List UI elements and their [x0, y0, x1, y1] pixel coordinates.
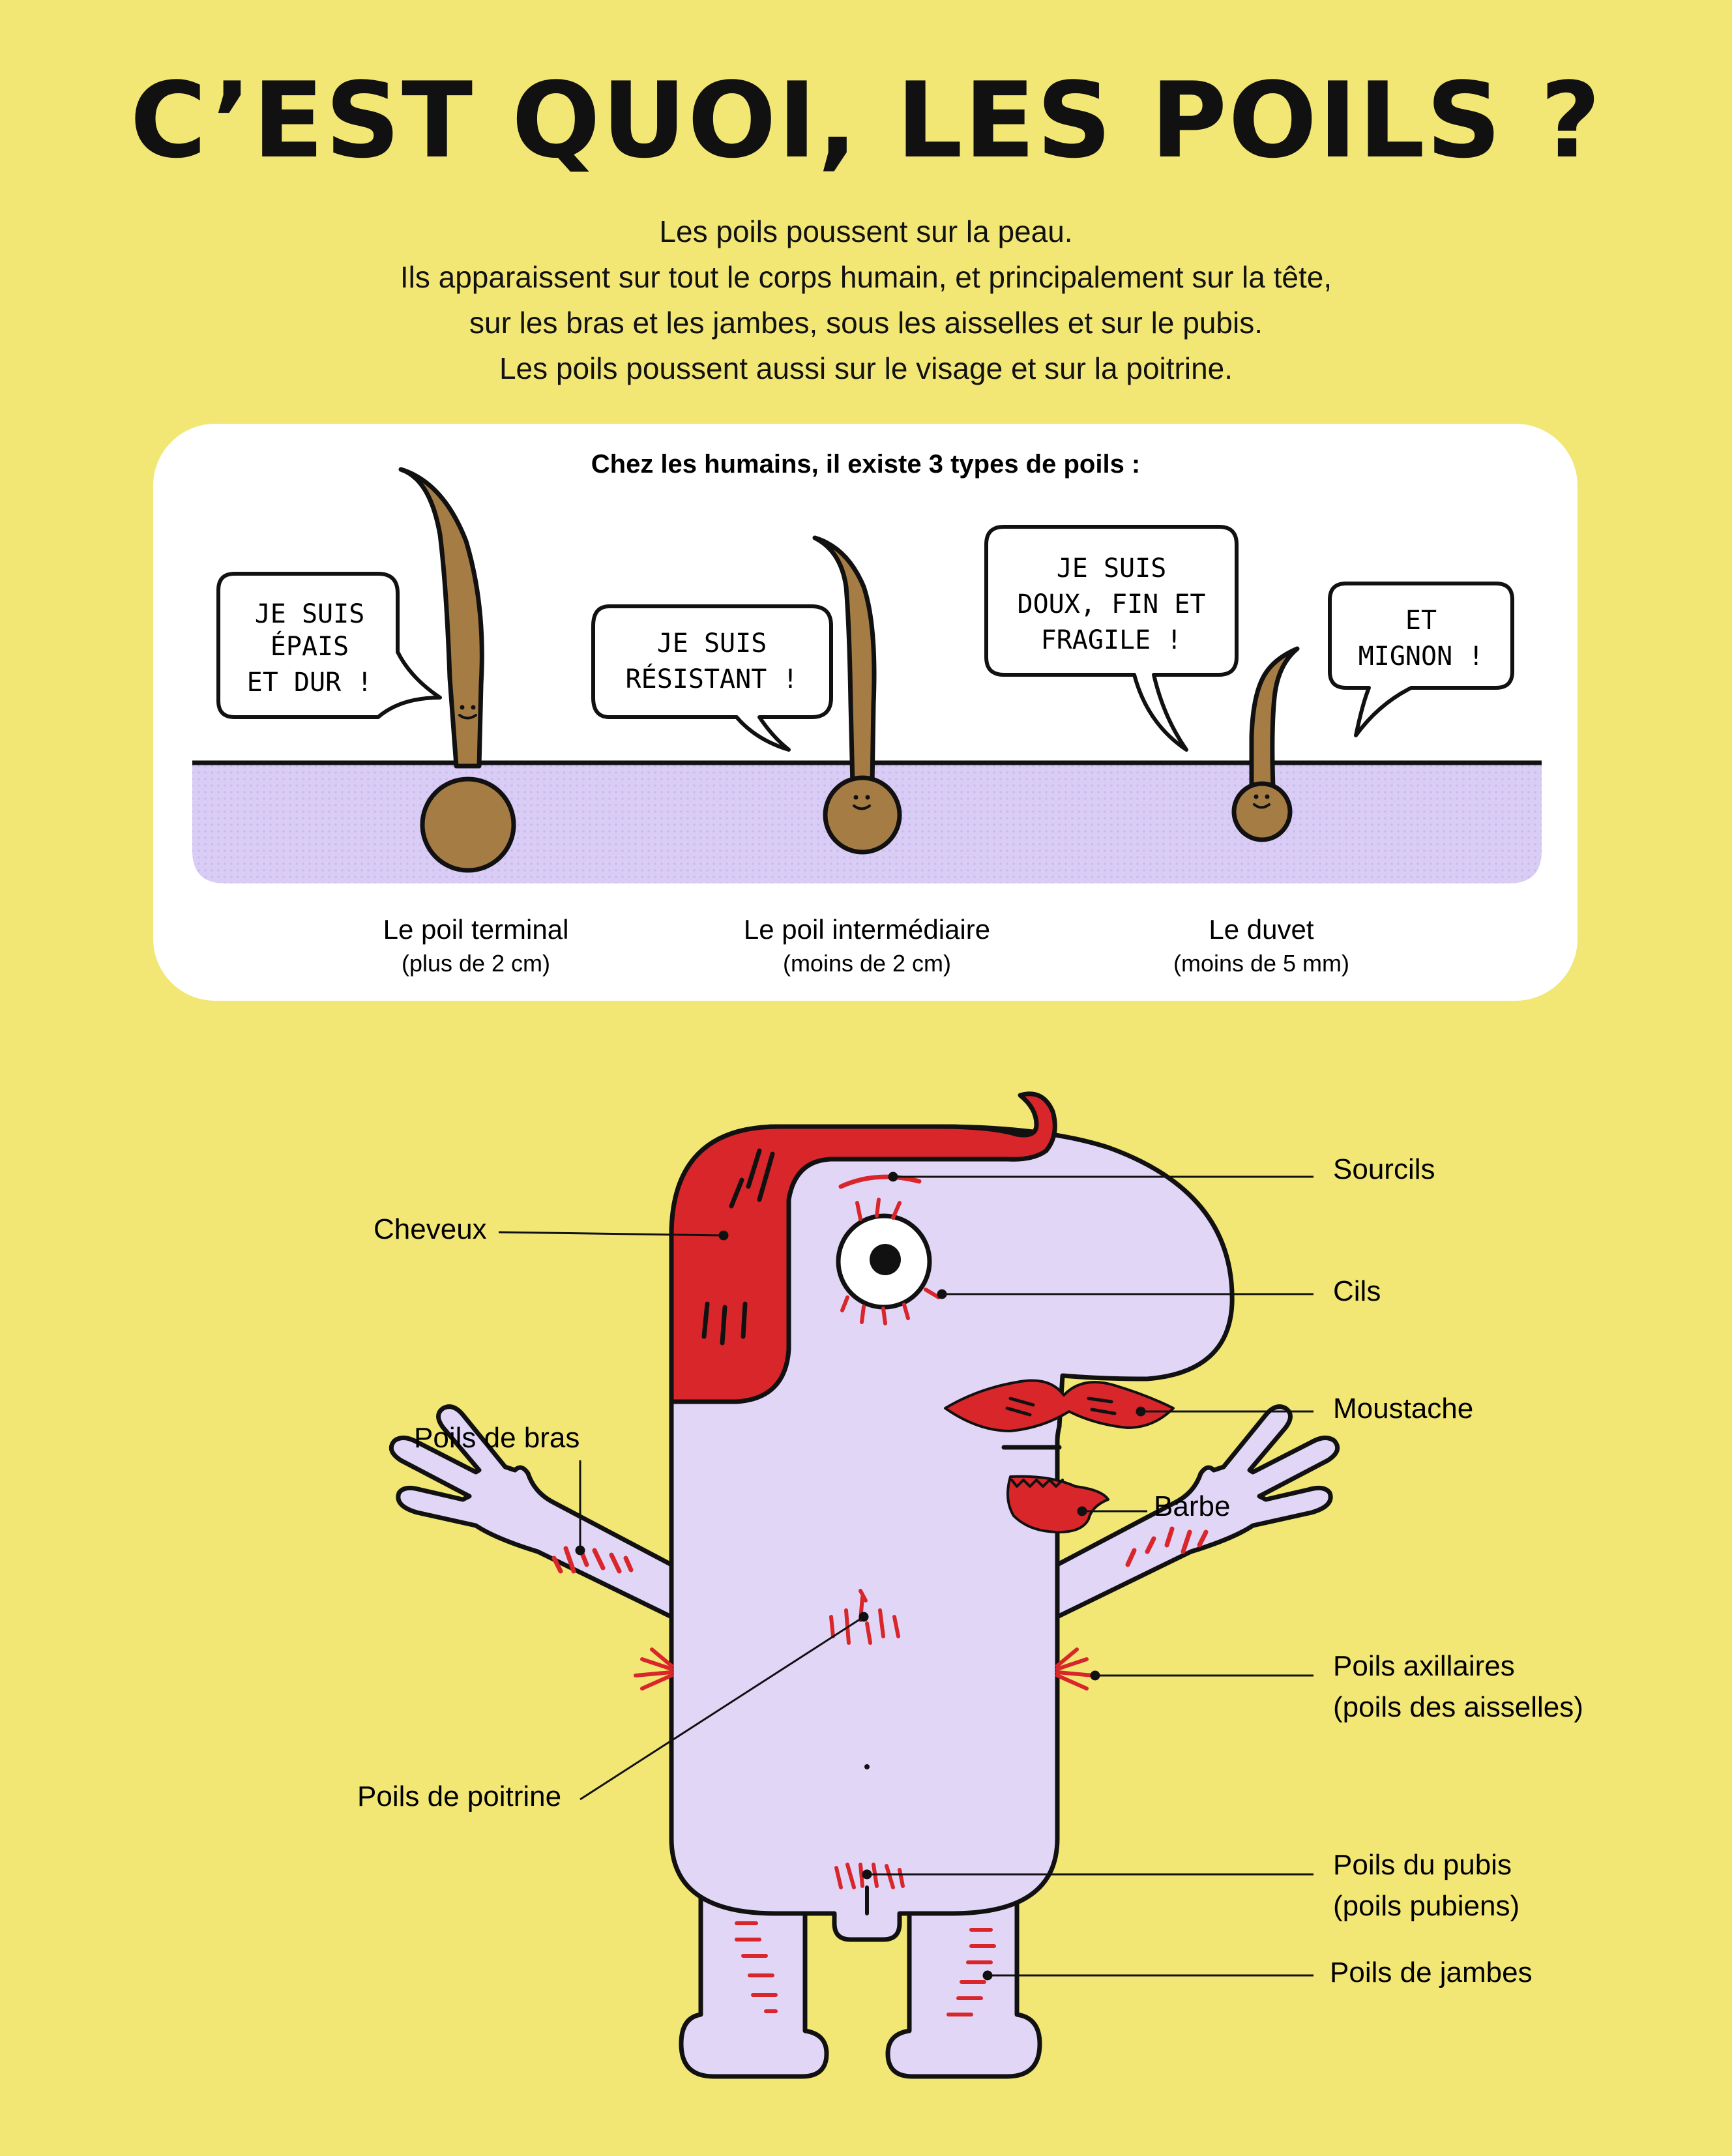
- label-barbe: Barbe: [1154, 1490, 1230, 1522]
- svg-text:RÉSISTANT !: RÉSISTANT !: [626, 663, 799, 694]
- type-name-duvet: Le duvet: [1209, 914, 1314, 945]
- label-pubis-sub: (poils pubiens): [1333, 1890, 1519, 1922]
- panel-heading: Chez les humains, il existe 3 types de p…: [591, 450, 1141, 479]
- svg-text:DOUX, FIN ET: DOUX, FIN ET: [1018, 589, 1206, 619]
- svg-text:ÉPAIS: ÉPAIS: [271, 630, 349, 662]
- label-axillaires-sub: (poils des aisselles): [1333, 1691, 1583, 1723]
- svg-text:MIGNON !: MIGNON !: [1358, 642, 1484, 672]
- svg-text:ET DUR !: ET DUR !: [247, 668, 373, 698]
- label-axillaires: Poils axillaires: [1333, 1650, 1515, 1682]
- character: [389, 1091, 1340, 2079]
- label-jambes: Poils de jambes: [1330, 1957, 1533, 1988]
- intro-line: Ils apparaissent sur tout le corps humai…: [400, 260, 1332, 294]
- svg-text:JE SUIS: JE SUIS: [1057, 554, 1167, 583]
- speech-bubble-terminal: JE SUIS ÉPAIS ET DUR !: [216, 572, 442, 719]
- label-poils-bras: Poils de bras: [414, 1422, 580, 1454]
- label-cheveux: Cheveux: [374, 1213, 487, 1245]
- intro-line: Les poils poussent sur la peau.: [659, 214, 1073, 248]
- type-size-intermediaire: (moins de 2 cm): [783, 950, 951, 977]
- svg-text:JE SUIS: JE SUIS: [255, 599, 365, 629]
- speech-bubble-intermediaire: JE SUIS RÉSISTANT !: [591, 604, 833, 752]
- intro-text: Les poils poussent sur la peau. Ils appa…: [0, 209, 1732, 391]
- label-moustache: Moustache: [1333, 1393, 1473, 1425]
- label-poitrine: Poils de poitrine: [357, 1780, 561, 1812]
- intermediate-hair: [812, 535, 902, 855]
- type-name-intermediaire: Le poil intermédiaire: [744, 914, 990, 945]
- svg-text:JE SUIS: JE SUIS: [657, 628, 767, 658]
- duvet-hair: [1231, 646, 1300, 842]
- svg-text:FRAGILE !: FRAGILE !: [1041, 625, 1182, 655]
- moustache: [944, 1379, 1175, 1432]
- body: [669, 1124, 1235, 1942]
- type-size-terminal: (plus de 2 cm): [402, 950, 550, 977]
- beard: [1006, 1475, 1109, 1533]
- svg-text:ET: ET: [1405, 606, 1437, 636]
- eyebrow: [838, 1174, 922, 1189]
- label-cils: Cils: [1333, 1275, 1381, 1307]
- type-name-terminal: Le poil terminal: [383, 914, 569, 945]
- leader-lines: [498, 1172, 1314, 1981]
- eyelashes: [840, 1198, 941, 1325]
- type-size-duvet: (moins de 5 mm): [1173, 950, 1349, 977]
- label-pubis: Poils du pubis: [1333, 1849, 1512, 1881]
- page-title: C’EST QUOI, LES POILS ?: [130, 59, 1602, 181]
- label-sourcils: Sourcils: [1333, 1153, 1435, 1185]
- speech-bubble-duvet-1: JE SUIS DOUX, FIN ET FRAGILE !: [984, 525, 1239, 752]
- terminal-hair: [398, 467, 516, 873]
- intro-line: sur les bras et les jambes, sous les ais…: [469, 306, 1263, 340]
- intro-line: Les poils poussent aussi sur le visage e…: [499, 351, 1233, 385]
- right-leg: [885, 1875, 1042, 2079]
- speech-bubble-duvet-2: ET MIGNON !: [1328, 582, 1514, 737]
